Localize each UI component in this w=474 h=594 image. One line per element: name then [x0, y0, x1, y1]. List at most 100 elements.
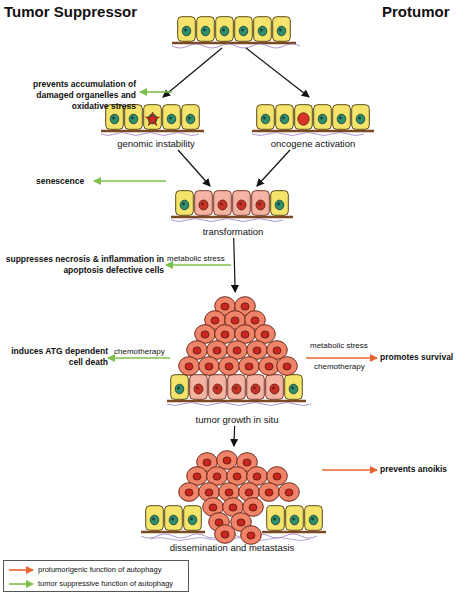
tumor-cell [241, 526, 262, 545]
epithelial-cell [305, 506, 323, 531]
function-label: promotes survival [380, 352, 453, 363]
flow-arrow [233, 426, 235, 446]
normal-epithelium [172, 17, 300, 48]
function-label: metabolic stress [310, 340, 368, 351]
flow-arrow [178, 150, 210, 186]
stroma-fibre [171, 219, 283, 222]
function-label: metabolic stress [167, 253, 225, 264]
stage-node: oncogene activation [250, 100, 376, 150]
stage-caption: transformation [160, 226, 306, 238]
epithelial-cell [165, 506, 183, 531]
tumor-cell [279, 483, 300, 502]
transformed-cell [266, 375, 284, 400]
oncogene-activation-epithelium [252, 105, 374, 136]
epithelial-cell [235, 17, 253, 42]
stroma-fibre [252, 133, 364, 136]
epithelial-cell [254, 17, 272, 42]
basement-membrane [167, 400, 306, 403]
epithelial-cell [286, 506, 304, 531]
stage-caption: oncogene activation [240, 138, 386, 150]
function-label: chemotherapy [314, 361, 365, 372]
legend-sample [9, 583, 33, 585]
stroma-fibre [167, 403, 311, 406]
basement-membrane [252, 130, 374, 133]
epithelial-cell [184, 506, 202, 531]
tumor-in-situ [167, 297, 311, 406]
epithelial-cell [176, 191, 194, 216]
function-label: induces ATG dependent cell death [6, 346, 108, 368]
function-label: senescence [36, 176, 84, 187]
transformed-cell [190, 375, 208, 400]
function-label: prevents anoikis [380, 464, 447, 475]
tumor-cell [239, 357, 260, 376]
basement-membrane [141, 531, 205, 534]
epithelial-cell [276, 105, 294, 130]
epithelial-cell [257, 105, 275, 130]
transformed-epithelium [171, 191, 293, 222]
flow-arrow [257, 150, 290, 186]
tumor-cell [199, 357, 220, 376]
flow-arrow [234, 238, 235, 292]
progression-arrow [163, 48, 222, 97]
epithelial-cell [267, 506, 285, 531]
epithelial-cell [144, 105, 162, 130]
tumor-cell [259, 483, 280, 502]
transformed-cell [252, 191, 270, 216]
basement-membrane [171, 216, 293, 219]
legend-sample [9, 569, 33, 571]
legend-text: protumorigenic function of autophagy [38, 565, 161, 575]
transformed-cell [247, 375, 265, 400]
progression-arrow [246, 48, 309, 97]
tumor-cell [179, 357, 200, 376]
transformed-cell [195, 191, 213, 216]
stage-caption: tumor growth in situ [156, 414, 318, 426]
epithelial-cell [197, 17, 215, 42]
epithelial-cell [163, 105, 181, 130]
transformed-cell [214, 191, 232, 216]
metastatic-tumor [141, 451, 326, 545]
tumor-cell [277, 357, 298, 376]
epithelial-cell [216, 17, 234, 42]
column-heading: Protumor [382, 3, 450, 21]
tumor-cell [215, 525, 236, 544]
function-label: chemotherapy [114, 346, 165, 357]
protumor-arrow [322, 469, 377, 471]
function-label: suppresses necrosis & inflammation in ap… [4, 254, 164, 276]
column-heading: Tumor Suppressor [4, 3, 137, 21]
basement-membrane [101, 130, 204, 133]
protumor-arrow [306, 357, 377, 359]
stage-node: transformation [170, 186, 296, 238]
epithelial-cell [271, 191, 289, 216]
epithelial-cell [314, 105, 332, 130]
tumor-cell [219, 357, 240, 376]
function-label: prevents accumulation of damaged organel… [4, 79, 136, 112]
epithelial-cell [178, 17, 196, 42]
basement-membrane [172, 42, 296, 45]
suppressive-arrow [94, 180, 166, 182]
activated-nucleus [298, 113, 309, 125]
stage-node: tumor growth in situ [166, 292, 308, 426]
epithelial-cell [171, 375, 189, 400]
stroma-fibre [172, 44, 300, 48]
basement-membrane [262, 531, 326, 534]
transformed-cell [228, 375, 246, 400]
suppressive-arrow [140, 91, 172, 93]
epithelial-cell [295, 105, 313, 130]
tumor-cell [179, 483, 200, 502]
epithelial-cell [352, 105, 370, 130]
epithelial-cell [333, 105, 351, 130]
suppressive-arrow [166, 264, 231, 266]
epithelial-cell [285, 375, 303, 400]
transformed-cell [209, 375, 227, 400]
transformed-cell [233, 191, 251, 216]
epithelial-cell [182, 105, 200, 130]
epithelial-cell [273, 17, 291, 42]
damaged-nucleus [146, 112, 160, 126]
stage-node: dissemination and metastasis [140, 446, 324, 554]
legend-text: tumor suppressive function of autophagy [38, 579, 173, 589]
suppressive-arrow [108, 357, 170, 359]
